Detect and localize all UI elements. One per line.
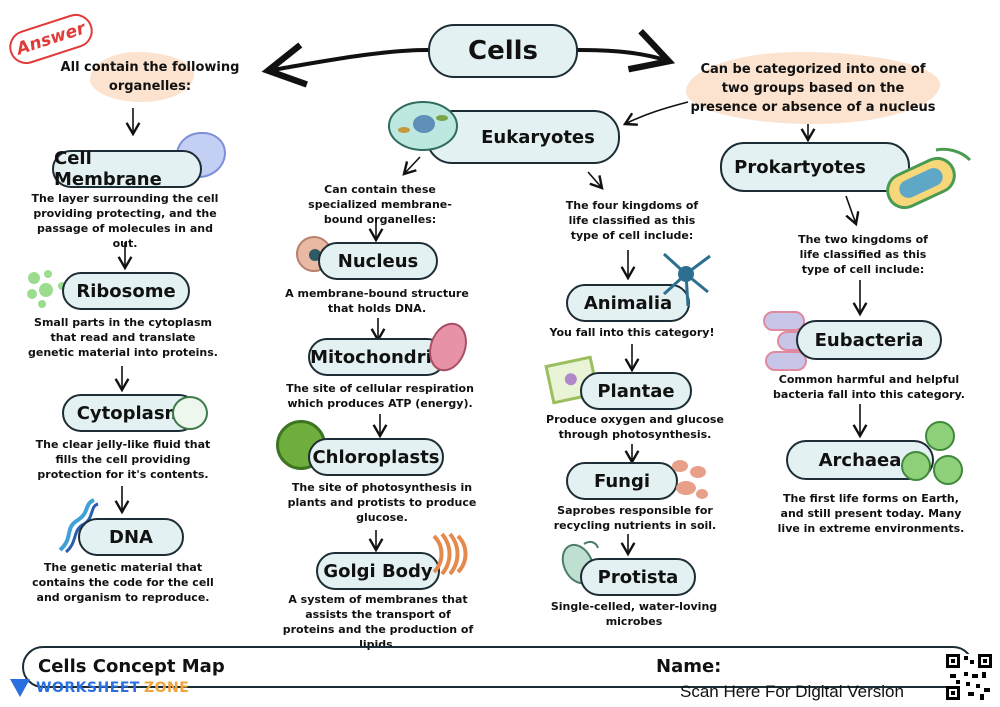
desc-nucleus: A membrane-bound structure that holds DN… (285, 287, 469, 315)
left-note: All contain the following organelles: (60, 60, 240, 94)
node-chloroplasts: Chloroplasts (308, 438, 444, 476)
desc-animalia: You fall into this category! (549, 326, 715, 339)
node-label: Archaea (818, 449, 902, 471)
desc-cell-membrane: The layer surrounding the cell providing… (31, 192, 219, 250)
title-cells: Cells (428, 24, 578, 78)
cytoplasm-icon (172, 396, 208, 430)
animal-cell-icon (658, 248, 714, 308)
node-label: Mitochondria (310, 346, 444, 368)
desc-golgi-body: A system of membranes that assists the t… (282, 593, 474, 651)
node-label: Cytoplasm (76, 402, 184, 424)
desc-eubacteria: Common harmful and helpful bacteria fall… (773, 373, 965, 401)
scan-text: Scan Here For Digital Version (680, 682, 904, 701)
node-ribosome: Ribosome (62, 272, 190, 310)
fungi-icon (666, 456, 710, 502)
node-dna: DNA (78, 518, 184, 556)
footer-title: Cells Concept Map (38, 656, 225, 677)
prokaryotes-note: The two kingdoms of life classified as t… (798, 233, 928, 276)
node-label: Nucleus (337, 250, 419, 272)
node-cell-membrane: Cell Membrane (52, 148, 202, 190)
desc-protista: Single-celled, water-loving microbes (550, 600, 718, 628)
node-label: Cell Membrane (54, 148, 162, 190)
desc-dna: The genetic material that contains the c… (32, 561, 214, 604)
node-label: Protista (597, 566, 679, 588)
eukaryote-cell-icon (386, 98, 460, 154)
node-fungi: Fungi (566, 462, 678, 500)
right-note-blob (686, 52, 940, 124)
desc-ribosome: Small parts in the cytoplasm that read a… (28, 316, 218, 359)
golgi-body-icon (428, 530, 474, 578)
eukaryotes-note-left: Can contain these specialized membrane-b… (308, 183, 452, 226)
page-title: Cells (467, 36, 538, 66)
desc-archaea: The first life forms on Earth, and still… (777, 492, 965, 535)
node-animalia: Animalia (566, 284, 690, 322)
right-note: Can be categorized into one of two group… (690, 62, 936, 115)
brand-logo: WORKSHEET ZONE (10, 676, 189, 700)
brand-suffix: ZONE (143, 680, 190, 696)
node-label: Eukaryotes (481, 126, 595, 148)
node-label: Golgi Body (323, 560, 433, 582)
prokaryote-cell-icon (876, 144, 976, 216)
desc-mitochondria: The site of cellular respiration which p… (286, 382, 474, 410)
node-eukaryotes: Eukaryotes (426, 110, 620, 164)
node-label: DNA (109, 526, 153, 548)
node-label: Chloroplasts (312, 446, 440, 468)
qr-code[interactable] (946, 654, 992, 700)
node-label: Ribosome (76, 280, 176, 302)
node-nucleus: Nucleus (318, 242, 438, 280)
node-mitochondria: Mitochondria (308, 338, 446, 376)
node-label: Eubacteria (814, 329, 924, 351)
eukaryotes-note-right: The four kingdoms of life classified as … (565, 199, 699, 242)
node-label: Prokartyotes (734, 156, 866, 178)
node-plantae: Plantae (580, 372, 692, 410)
brand-prefix: WORKSHEET (36, 680, 140, 696)
name-label: Name: (656, 656, 722, 677)
desc-cytoplasm: The clear jelly-like fluid that fills th… (35, 438, 211, 481)
left-note-blob (90, 52, 194, 102)
node-protista: Protista (580, 558, 696, 596)
archaea-icon (898, 420, 968, 490)
node-eubacteria: Eubacteria (796, 320, 942, 360)
node-golgi-body: Golgi Body (316, 552, 440, 590)
node-label: Animalia (583, 292, 673, 314)
node-label: Plantae (597, 380, 675, 402)
desc-plantae: Produce oxygen and glucose through photo… (546, 413, 724, 441)
desc-fungi: Saprobes responsible for recycling nutri… (553, 504, 717, 532)
brand-logo-icon (10, 679, 30, 697)
node-label: Fungi (593, 470, 651, 492)
node-prokaryotes: Prokartyotes (720, 142, 910, 192)
desc-chloroplasts: The site of photosynthesis in plants and… (287, 481, 477, 524)
